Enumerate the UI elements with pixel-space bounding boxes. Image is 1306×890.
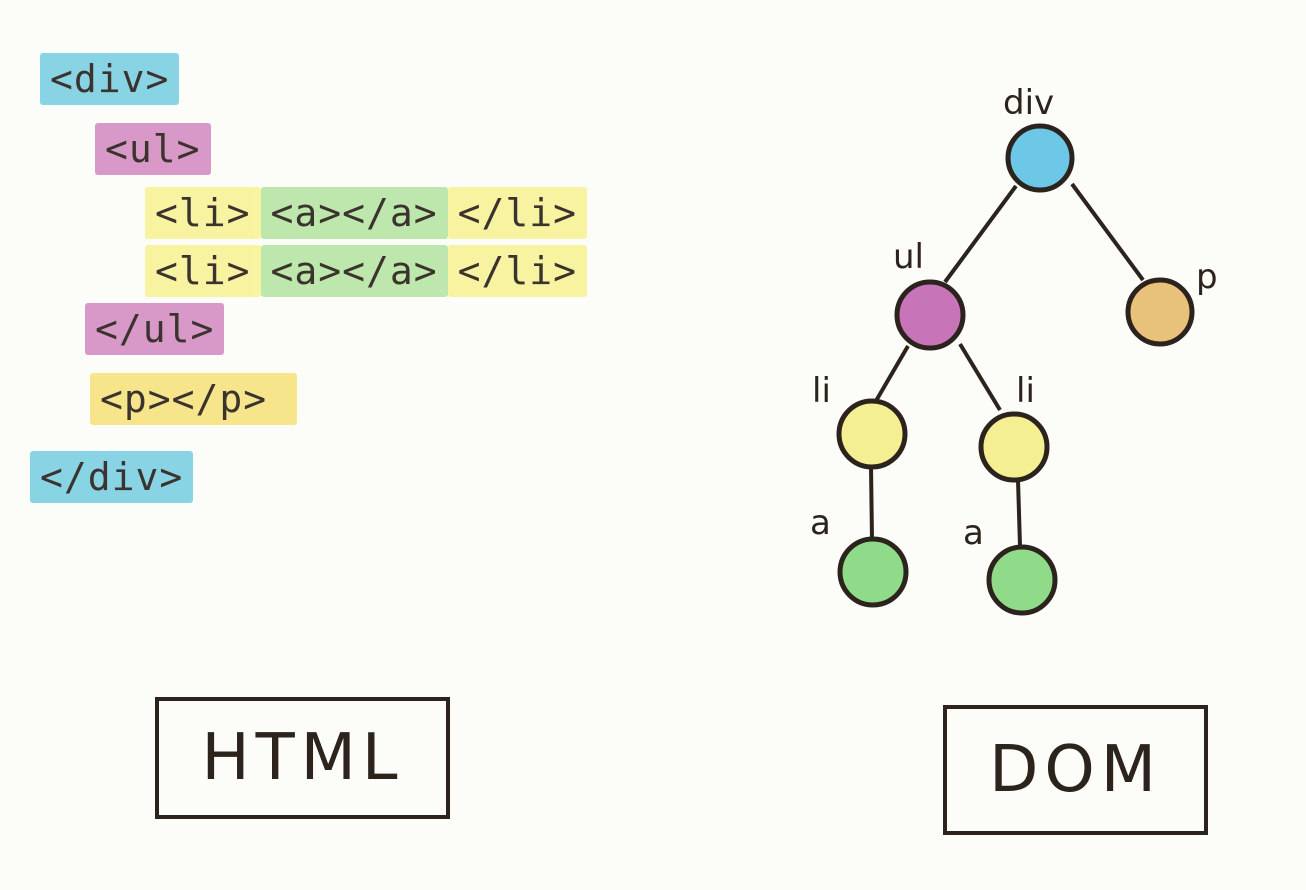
code-line-li-1: <li> <a></a> </li> <box>145 186 588 240</box>
label-a-1: a <box>810 503 831 543</box>
code-line-div-close: </div> <box>30 450 194 504</box>
node-p <box>1125 277 1195 347</box>
tag-div-open: <div> <box>40 53 180 105</box>
edge-div-p <box>1070 182 1145 282</box>
tag-ul-open: <ul> <box>95 123 211 175</box>
code-line-div-open: <div> <box>40 52 180 106</box>
node-ul <box>894 279 966 351</box>
edge-div-ul <box>943 184 1018 284</box>
label-ul: ul <box>893 237 924 277</box>
node-a-1 <box>837 536 909 608</box>
html-caption: HTML <box>201 721 404 795</box>
tag-li-close: </li> <box>447 187 588 239</box>
node-div <box>1005 123 1075 193</box>
label-div: div <box>1003 83 1054 123</box>
html-caption-box: HTML <box>155 697 450 819</box>
tag-a-element: <a></a> <box>260 245 448 297</box>
edge-ul-li1 <box>871 344 910 408</box>
code-line-p: <p></p> <box>90 372 298 426</box>
label-li-1: li <box>812 371 831 411</box>
label-p: p <box>1196 257 1218 297</box>
tag-li-close: </li> <box>447 245 588 297</box>
tag-p-element: <p></p> <box>90 373 298 425</box>
edge-li1-a1 <box>869 465 874 541</box>
tag-div-close: </div> <box>30 451 194 503</box>
code-line-li-2: <li> <a></a> </li> <box>145 244 588 298</box>
tag-a-element: <a></a> <box>260 187 448 239</box>
dom-caption-box: DOM <box>943 705 1208 835</box>
label-li-2: li <box>1016 371 1035 411</box>
node-li-1 <box>836 398 908 470</box>
node-a-2 <box>986 544 1058 616</box>
code-line-ul-open: <ul> <box>95 122 211 176</box>
edge-li2-a2 <box>1016 479 1022 547</box>
dom-caption: DOM <box>989 733 1162 807</box>
node-li-2 <box>978 411 1050 483</box>
label-a-2: a <box>963 513 984 553</box>
code-line-ul-close: </ul> <box>85 302 225 356</box>
tag-li-open: <li> <box>145 245 261 297</box>
tag-ul-close: </ul> <box>85 303 225 355</box>
edge-ul-li2 <box>958 342 1002 412</box>
tag-li-open: <li> <box>145 187 261 239</box>
